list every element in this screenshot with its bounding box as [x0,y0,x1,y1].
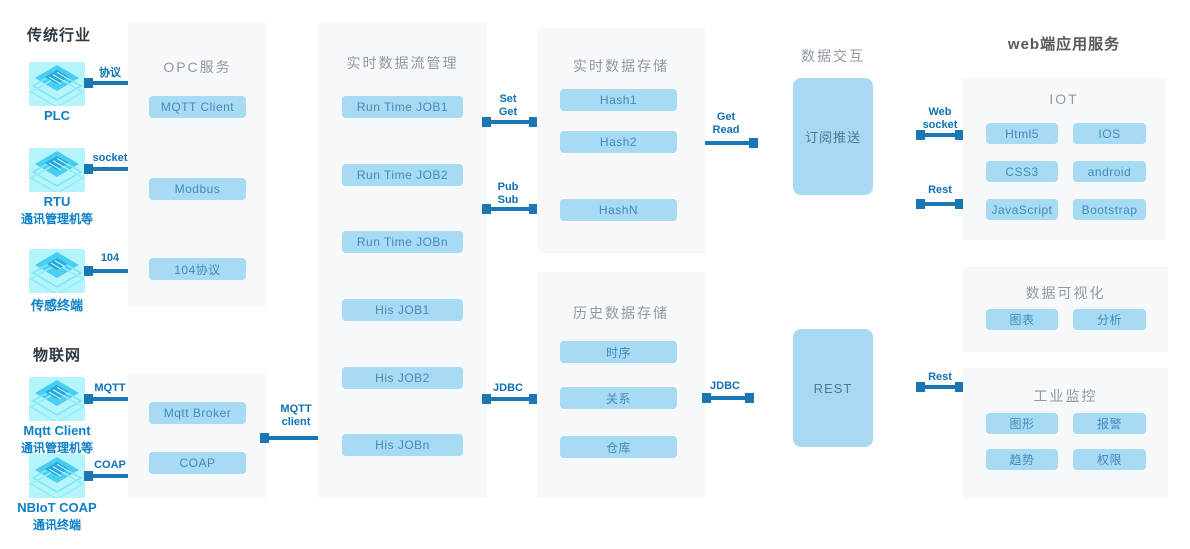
panel-stream: 实时数据流管理 Run Time JOB1 Run Time JOB2 Run … [318,23,487,498]
connector-mqtt-client [260,433,318,443]
connector-104 [84,266,128,276]
node-rest: REST [793,329,873,447]
panel-monitor: 工业监控 图形 报警 趋势 权限 [963,368,1168,498]
connector-label-set-get: Set Get [498,93,518,119]
connector-coap [84,471,128,481]
node-javascript: JavaScript [986,199,1058,220]
connector-label-mqtt: MQTT [94,382,126,394]
node-graphics: 图形 [986,413,1058,434]
panel-rt-store: 实时数据存储 Hash1 Hash2 HashN [537,28,705,253]
connector-get-read [705,138,758,148]
device-label-rtu: RTU [43,194,71,209]
node-hash2: Hash2 [560,131,677,153]
panel-opc: OPC服务 MQTT Client Modbus 104协议 [128,23,267,307]
panel-rt-store-title: 实时数据存储 [573,58,669,74]
panel-hist-store: 历史数据存储 时序 关系 仓库 [537,272,705,498]
panel-monitor-title: 工业监控 [1033,388,1098,404]
panel-iot: IOT Html5 IOS CSS3 android JavaScript Bo… [963,77,1165,240]
node-bootstrap: Bootstrap [1073,199,1146,220]
device-sublabel-nbiot: 通讯终端 [32,518,81,532]
connector-label-jdbc-right: JDBC [710,380,740,392]
node-runtime-jobn: Run Time JOBn [342,231,463,253]
connector-label-rest-top: Rest [928,184,952,196]
connector-jdbc-left [482,394,538,404]
rtu-chip-icon [29,148,85,197]
node-relational: 关系 [560,387,677,409]
device-label-mqtt-client: Mqtt Client [23,423,91,438]
device-sublabel-rtu: 通讯管理机等 [20,212,93,226]
device-label-plc: PLC [44,108,70,123]
node-alarm: 报警 [1073,413,1146,434]
device-label-nbiot: NBIoT COAP [17,500,97,515]
connector-web-socket [916,130,964,140]
connector-rest-bottom [916,382,964,392]
node-mqtt-broker: Mqtt Broker [149,402,246,424]
section-title-web: web端应用服务 [1007,36,1121,53]
node-coap: COAP [149,452,246,474]
node-ios: IOS [1073,123,1146,144]
sensor-chip-icon [29,249,85,298]
connector-label-jdbc-left: JDBC [493,382,523,394]
node-subscribe-push: 订阅推送 [793,78,873,195]
nbiot-chip-icon [29,454,85,503]
node-charts: 图表 [986,309,1058,330]
connector-label-rest-bottom: Rest [928,371,952,383]
connector-socket [84,164,128,174]
node-permission: 权限 [1073,449,1146,470]
connector-label-web-socket: Web socket [922,106,958,132]
section-title-iot: 物联网 [33,347,82,364]
device-label-sensor: 传感终端 [30,298,83,313]
node-runtime-job2: Run Time JOB2 [342,164,463,186]
panel-dataviz: 数据可视化 图表 分析 [963,267,1168,352]
node-trend: 趋势 [986,449,1058,470]
panel-hist-store-title: 历史数据存储 [573,305,669,321]
panel-iot-title: IOT [1049,91,1079,107]
connector-label-104: 104 [100,252,120,264]
plc-chip-icon [29,62,85,111]
connector-label-socket: socket [92,152,128,164]
mqtt-client-chip-icon [29,377,85,426]
connector-label-protocol: 协议 [99,67,121,79]
panel-stream-title: 实时数据流管理 [346,55,459,71]
node-analysis: 分析 [1073,309,1146,330]
node-runtime-job1: Run Time JOB1 [342,96,463,118]
node-android: android [1073,161,1146,182]
panel-opc-title: OPC服务 [163,59,232,75]
node-css3: CSS3 [986,161,1058,182]
section-title-legacy: 传统行业 [27,27,92,44]
node-his-jobn: His JOBn [342,434,463,456]
device-sublabel-mqtt-client: 通讯管理机等 [20,441,93,455]
connector-label-pub-sub: Pub Sub [497,181,519,207]
connector-rest-top [916,199,964,209]
node-hash1: Hash1 [560,89,677,111]
panel-dataviz-title: 数据可视化 [1025,285,1106,301]
node-his-job1: His JOB1 [342,299,463,321]
node-warehouse: 仓库 [560,436,677,458]
node-timeseries: 时序 [560,341,677,363]
connector-jdbc-right [702,393,754,403]
connector-pub-sub [482,204,538,214]
node-hashn: HashN [560,199,677,221]
node-104-protocol: 104协议 [149,258,246,280]
panel-exchange-title: 数据交互 [801,48,865,64]
connector-label-get-read: Get Read [712,111,740,137]
connector-set-get [482,117,538,127]
connector-mqtt [84,394,128,404]
panel-gateway: Mqtt Broker COAP [128,373,267,498]
connector-label-coap: COAP [94,459,126,471]
node-modbus: Modbus [149,178,246,200]
node-mqtt-client: MQTT Client [149,96,246,118]
connector-protocol [84,78,128,88]
node-html5: Html5 [986,123,1058,144]
node-his-job2: His JOB2 [342,367,463,389]
connector-label-mqtt-client: MQTT client [280,403,312,429]
